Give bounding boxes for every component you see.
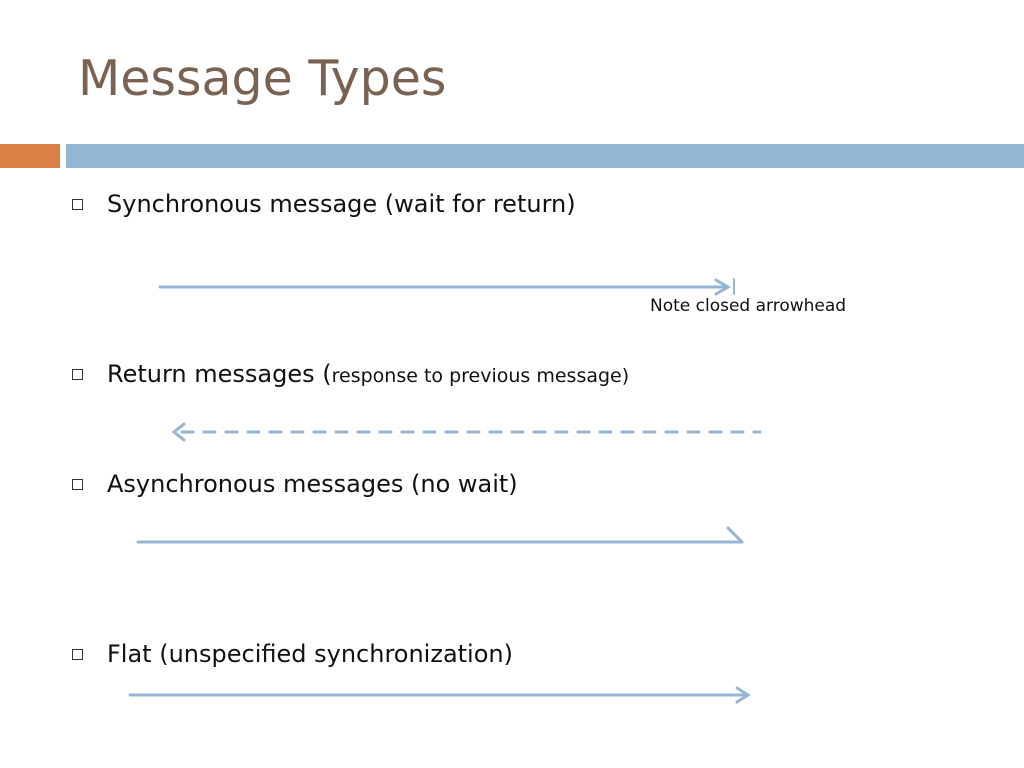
- bullet-square-icon: [72, 368, 83, 380]
- bullet-text: Flat (unspecified synchronization): [107, 640, 513, 668]
- orange-accent-bar: [0, 144, 60, 168]
- blue-accent-bar: [66, 144, 1024, 168]
- bullet-asynchronous: Asynchronous messages (no wait): [72, 470, 518, 498]
- bullet-return: Return messages (response to previous me…: [72, 360, 629, 388]
- bullet-square-icon: [72, 648, 83, 660]
- bullet-text: Asynchronous messages (no wait): [107, 470, 518, 498]
- asynchronous-arrow: [136, 526, 744, 544]
- bullet-flat: Flat (unspecified synchronization): [72, 640, 513, 668]
- bullet-square-icon: [72, 198, 83, 210]
- bullet-text: Return messages (response to previous me…: [107, 360, 630, 388]
- return-arrow: [171, 422, 762, 442]
- bullet-text: Synchronous message (wait for return): [107, 190, 576, 218]
- bullet-synchronous: Synchronous message (wait for return): [72, 190, 576, 218]
- bullet-square-icon: [72, 478, 83, 490]
- flat-arrow: [128, 686, 751, 704]
- slide-title: Message Types: [78, 50, 447, 107]
- arrowhead-note: Note closed arrowhead: [650, 296, 847, 316]
- synchronous-arrow: [158, 278, 735, 296]
